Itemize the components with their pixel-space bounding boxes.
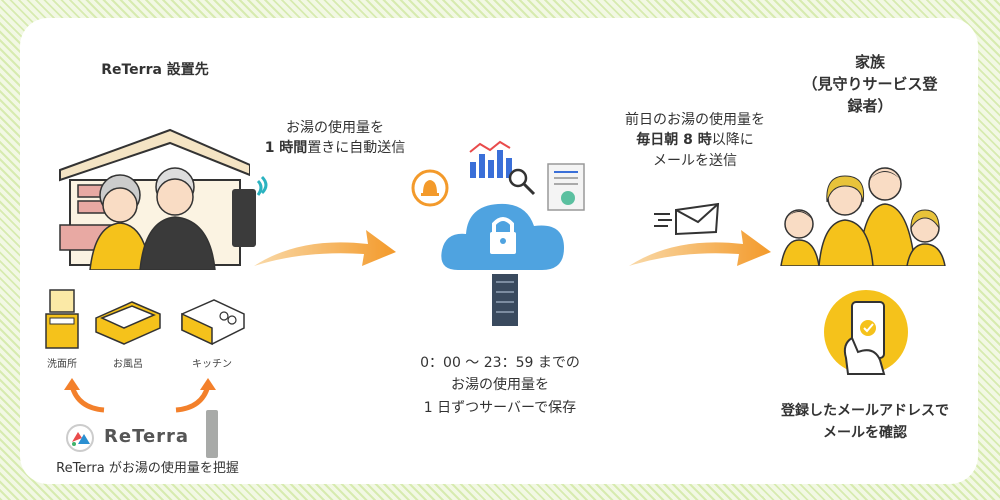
room-label-kitchen: キッチン (192, 359, 232, 370)
reterra-device-icon (206, 410, 218, 458)
arrow2-line2: 毎日朝 8 時以降に (605, 130, 785, 150)
arrow2-line3: メールを送信 (653, 152, 737, 169)
curved-arrow-left (64, 378, 105, 413)
server-icon (492, 274, 518, 326)
arrow1-text: お湯の使用量を 1 時間置きに自動送信 (245, 118, 425, 159)
arrow2-bold: 毎日朝 8 時 (636, 132, 712, 149)
arrow1-line2-rest: 置きに自動送信 (307, 140, 406, 157)
washroom-icon (45, 289, 79, 349)
right-caption-line1: 登録したメールアドレスで (781, 403, 949, 419)
bath-icon (95, 301, 161, 345)
mail-send-icon (654, 202, 720, 236)
arrow1-bold: 1 時間 (264, 140, 308, 157)
right-title: 家族 （見守りサービス登録者） (800, 52, 940, 117)
chart-search-icon (469, 140, 536, 196)
right-caption-line2: メールを確認 (823, 425, 907, 442)
family-illustration (780, 167, 946, 266)
center-text: 0：00 ～ 23：59 までの お湯の使用量を 1 日ずつサーバーで保存 (395, 352, 605, 419)
left-caption: ReTerra がお湯の使用量を把握 (56, 461, 239, 476)
arrow2-line2-rest: 以降に (711, 132, 754, 149)
right-caption: 登録したメールアドレスで メールを確認 (765, 400, 965, 445)
cloud-lock-icon (441, 203, 564, 270)
center-line3: 1 日ずつサーバーで保存 (423, 399, 577, 416)
right-title-line: 家族 (854, 53, 885, 71)
reterra-logo-text: ReTerra (104, 426, 190, 447)
bell-icon (411, 169, 449, 207)
center-line2: お湯の使用量を (451, 377, 549, 394)
reterra-logo-icon (66, 424, 94, 452)
big-arrow-1 (254, 230, 396, 266)
document-icon (547, 163, 585, 211)
arrow1-line1: お湯の使用量を (286, 120, 384, 136)
router-icon (232, 175, 268, 247)
arrow1-line2: 1 時間置きに自動送信 (245, 138, 425, 158)
room-label-washroom: 洗面所 (47, 359, 77, 370)
house-illustration (59, 128, 250, 270)
arrow2-line1: 前日のお湯の使用量を (625, 112, 765, 128)
room-label-bath: お風呂 (113, 359, 143, 370)
kitchen-icon (181, 299, 245, 346)
right-subtitle: （見守りサービス登録者） (802, 74, 938, 115)
phone-check-icon (824, 290, 908, 375)
left-title: ReTerra 設置先 (101, 62, 209, 78)
center-line1: 0：00 ～ 23：59 までの (420, 355, 580, 371)
big-arrow-2 (629, 230, 771, 266)
arrow2-text: 前日のお湯の使用量を 毎日朝 8 時以降に メールを送信 (605, 110, 785, 171)
curved-arrow-right (175, 378, 216, 413)
